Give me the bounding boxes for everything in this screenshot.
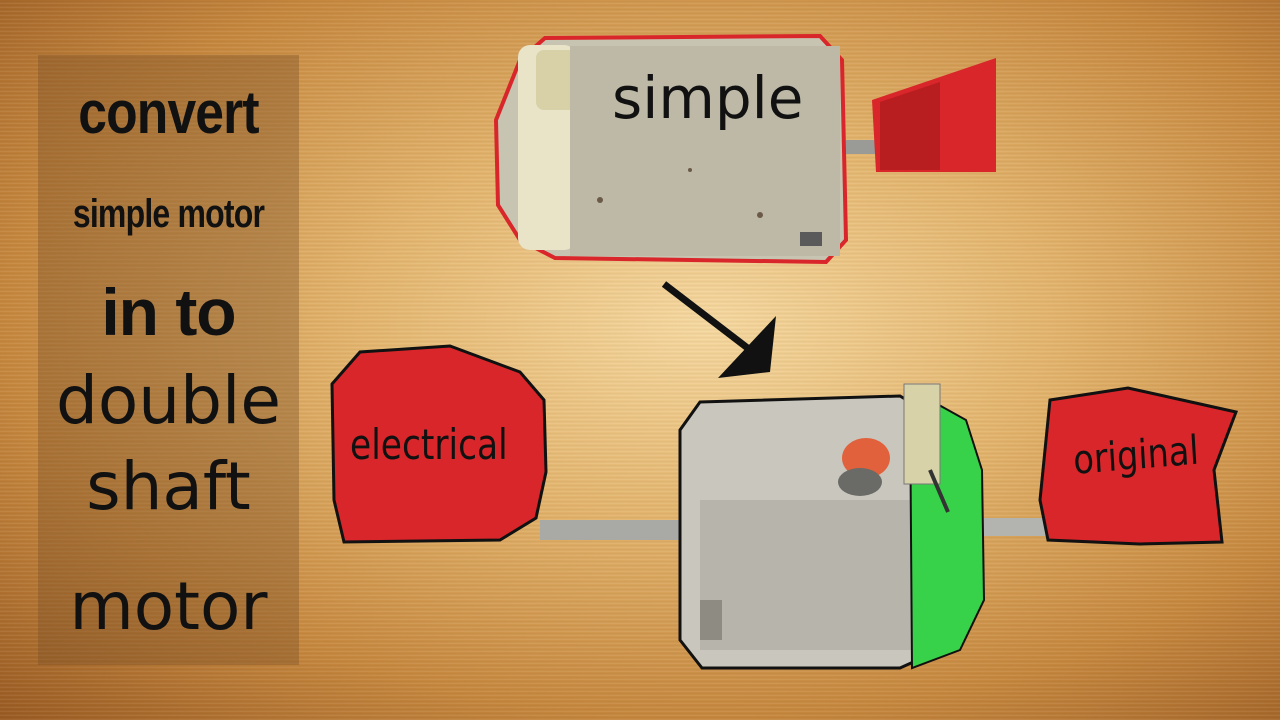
title-line-in-to: in to [101,275,236,349]
label-simple: simple [612,64,804,132]
title-line-double: double [56,362,281,439]
title-line-shaft: shaft [86,448,251,525]
right-shaft [980,518,1050,536]
arrow-icon [661,281,776,378]
simple-motor-image [493,33,996,265]
capacitor [842,438,890,478]
left-shaft [540,520,690,540]
title-line-simple-motor: simple motor [72,192,265,236]
title-panel [38,55,299,665]
double-shaft-motor-image [678,383,986,670]
label-electrical: electrical [350,420,508,469]
title-line-motor: motor [69,568,268,645]
electrical-tape-flag [330,344,548,544]
title-line-convert: convert [78,79,259,146]
original-tape-flag [1038,386,1239,546]
